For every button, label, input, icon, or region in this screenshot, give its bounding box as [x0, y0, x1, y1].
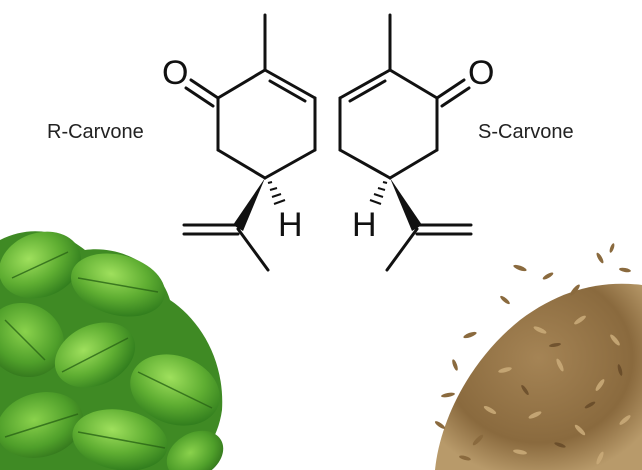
mint-leaves-image [0, 231, 224, 470]
hashed-bond-icon [369, 181, 388, 205]
r-carvone-oxygen-atom: O [162, 54, 188, 92]
s-carvone-label: S-Carvone [478, 121, 574, 143]
r-carvone-structure: O H R-Carvone [47, 13, 317, 272]
s-carvone-oxygen-atom: O [468, 54, 494, 92]
wedge-bond-icon [390, 178, 422, 231]
caraway-seeds-image [434, 243, 642, 470]
r-carvone-hydrogen-atom: H [278, 206, 303, 244]
hashed-bond-icon [267, 181, 286, 205]
s-carvone-hydrogen-atom: H [352, 206, 377, 244]
s-carvone-structure: O H S-Carvone [338, 13, 574, 272]
s-carvone-bonds [338, 13, 473, 272]
wedge-bond-icon [233, 178, 265, 231]
r-carvone-bonds [182, 13, 317, 272]
r-carvone-label: R-Carvone [47, 121, 144, 143]
